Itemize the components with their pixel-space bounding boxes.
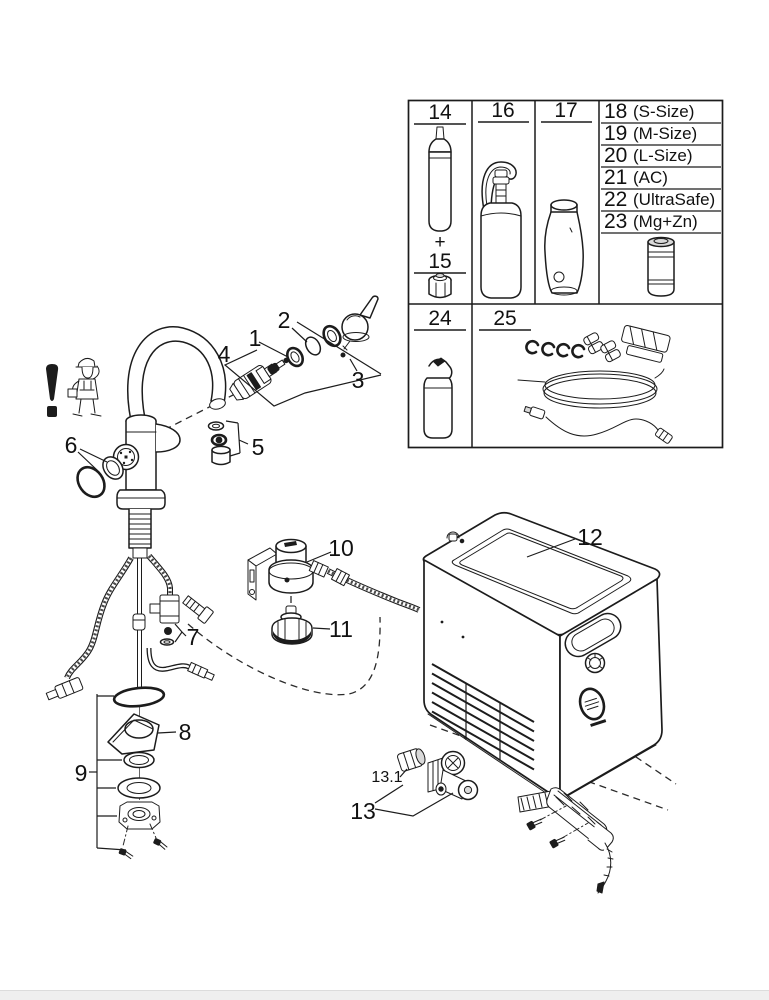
variant-label-21: (AC) (633, 168, 668, 187)
table-plus-15: + (434, 232, 445, 253)
box-knob (584, 652, 606, 674)
table-num-16: 16 (491, 99, 514, 122)
callout-bracket-9 (89, 694, 127, 851)
variant-label-18: (S-Size) (633, 102, 694, 121)
union-nut-13-1 (397, 748, 426, 772)
ring-seal (123, 751, 155, 769)
callout-10: 10 (328, 535, 354, 561)
carafe-drawing (544, 199, 584, 296)
callout-4: 4 (218, 341, 231, 367)
escutcheon-plate (107, 713, 160, 755)
filter-head-group (247, 538, 421, 645)
capillary-tube (132, 557, 146, 800)
box-brand-badge (578, 687, 607, 727)
callout-8: 8 (179, 719, 192, 745)
c-clips (525, 339, 586, 359)
callout-numbers: 1 2 3 4 5 6 7 8 9 10 11 12 13 13.1 (65, 307, 603, 824)
box-top-recess (451, 528, 632, 615)
callout-5: 5 (252, 434, 265, 460)
variant-num-19: 19 (604, 122, 627, 145)
callout-leaders (77, 321, 576, 817)
faucet-body (116, 414, 181, 510)
oval-ring-part2 (304, 336, 322, 356)
mounting-bracket (118, 801, 161, 830)
lever-screw (340, 340, 351, 358)
callout-3: 3 (352, 367, 365, 393)
hose-right (146, 554, 173, 596)
callout-1: 1 (249, 325, 262, 351)
check-valve-screw (182, 595, 214, 624)
variant-rows: 18 (S-Size) 19 (M-Size) 20 (L-Size) 21 (… (601, 100, 721, 234)
mounting-oring (112, 686, 166, 708)
table-num-14: 14 (428, 101, 452, 124)
variant-num-23: 23 (604, 210, 627, 233)
t-fitting (149, 594, 180, 624)
callout-11: 11 (329, 616, 353, 642)
cartridge-assembly-row (229, 295, 379, 401)
variant-label-23: (Mg+Zn) (633, 212, 698, 231)
table-num-17: 17 (554, 99, 577, 122)
callout-6: 6 (65, 432, 78, 458)
co2-bottle-small-drawing (423, 357, 453, 439)
box-top-valve (446, 531, 465, 544)
faucet-shank (128, 508, 152, 559)
callout-9: 9 (75, 760, 88, 786)
faucet-assembly (45, 326, 227, 800)
filter-adapter (271, 605, 313, 645)
base-washer (117, 777, 161, 799)
variant-num-20: 20 (604, 144, 627, 167)
table-num-15: 15 (428, 250, 451, 273)
hose-connectors (583, 332, 621, 363)
installer-figure-icon (67, 357, 102, 417)
callout-7: 7 (187, 624, 200, 650)
hook-tube (146, 647, 215, 681)
table-num-24: 24 (428, 307, 452, 330)
adapter-nut-drawing (428, 273, 452, 299)
faucet-spout (127, 326, 227, 431)
kit-clamp-bracket (621, 324, 671, 363)
page-bottom-edge (0, 990, 769, 1000)
box-handle-cutout (564, 612, 622, 658)
oring-set-6 (76, 456, 124, 499)
callout-13: 13 (350, 798, 376, 824)
cooler-box (422, 511, 663, 799)
install-kit-drawing (517, 324, 673, 444)
co2-cartridge-drawing (428, 126, 452, 232)
parts-table: 14 16 17 18 (S-Size) 19 (M-Size) 20 (L-S… (407, 99, 724, 449)
warning-exclamation-icon (46, 364, 59, 417)
variant-num-18: 18 (604, 100, 627, 123)
hose-left (45, 556, 134, 701)
variant-label-20: (L-Size) (633, 146, 693, 165)
knurled-ring (322, 324, 342, 348)
hose-coil (517, 368, 665, 409)
box-vents (431, 663, 535, 771)
variant-num-21: 21 (604, 166, 627, 189)
callout-2: 2 (278, 307, 291, 333)
ring-part1 (285, 346, 305, 368)
co2-bottle-drawing (480, 161, 522, 299)
power-cable (523, 406, 673, 444)
mounting-strap (517, 787, 614, 894)
aerator-stack (207, 421, 231, 466)
table-num-25: 25 (493, 307, 516, 330)
filter-cartridge-drawing (647, 236, 675, 297)
variant-num-22: 22 (604, 188, 627, 211)
strap-screws (526, 805, 589, 849)
filter-head (268, 538, 329, 594)
mounting-stack (89, 686, 168, 860)
cartridge-stem (267, 357, 289, 375)
variant-label-22: (UltraSafe) (633, 190, 715, 209)
variant-label-19: (M-Size) (633, 124, 697, 143)
head-hose (326, 568, 421, 613)
callout-12: 12 (577, 524, 603, 550)
callout-13-1: 13.1 (371, 769, 402, 786)
part7-seals (159, 627, 175, 646)
pressure-reducer-valve (427, 750, 479, 801)
dome-cap-lever (341, 295, 379, 342)
